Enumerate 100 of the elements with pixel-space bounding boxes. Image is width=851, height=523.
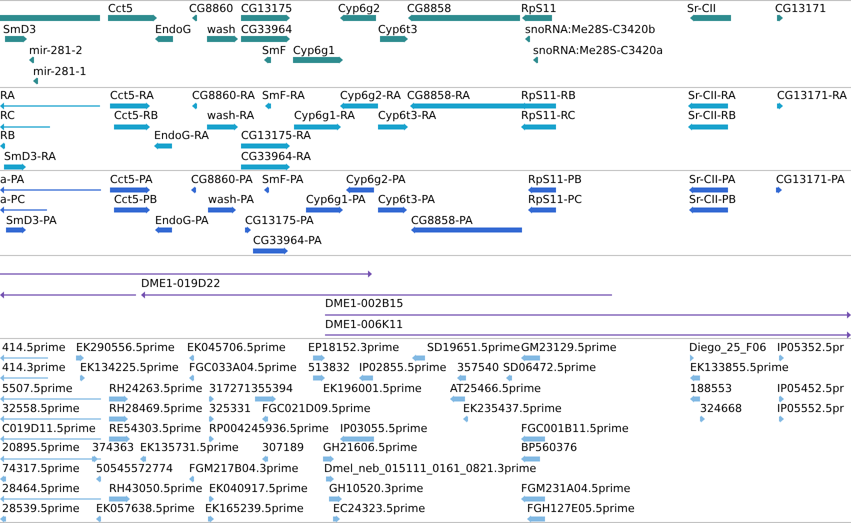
feature-label: 414.5prime [2,341,66,354]
feature-label: RA [0,89,15,102]
feature-label: EndoG-PA [155,214,209,227]
feature-label: CG8860-RA [192,89,255,102]
feature-label: RH43050.5prime [109,482,202,495]
feature-label: EC24323.5prime [333,502,426,515]
feature-label: EK196001.5prime [323,382,422,395]
feature-label: Sr-CII [687,2,716,15]
feature-label: GH21606.5prime [323,441,418,454]
feature-label: GH10520.3prime [329,482,424,495]
feature-label: DME1-019D22 [141,277,220,290]
feature-label: 50545572774 [96,462,173,475]
feature-label: 325331 [209,402,251,415]
feature-label: SmF-RA [262,89,305,102]
feature-label: CG13175-RA [241,129,311,142]
feature-label: EndoG [155,23,192,36]
feature-label: wash-PA [208,193,254,206]
feature-label: Cyp6g2 [338,2,380,15]
feature-label: RE54303.5prime [109,422,202,435]
feature-label: Cyp6t3-RA [378,109,436,122]
feature-label: mir-281-1 [33,65,87,78]
feature-label: SD06472.5prime [503,361,596,374]
feature-label: SmD3-PA [6,214,57,227]
feature-label: Cct5 [108,2,134,15]
feature-label: 20895.5prime [2,441,80,454]
feature-label: 374363 [92,441,134,454]
feature-label: a-PA [0,173,24,186]
feature-label: CG8858-RA [407,89,470,102]
feature-label: snoRNA:Me28S-C3420b [525,23,656,36]
feature-label: IP05352.5pr [777,341,844,354]
feature-label: 324668 [700,402,742,415]
feature-label: RH28469.5prime [109,402,202,415]
feature-label: IP02855.5prime [359,361,446,374]
feature-label: Sr-CII-PB [689,193,736,206]
feature-label: FGH127E05.5prime [527,502,635,515]
feature-label: 414.3prime [2,361,66,374]
feature-label: 357540 [457,361,499,374]
feature-label: RB [0,129,16,142]
feature-label: CG13175-PA [245,214,314,227]
feature-label: mir-281-2 [29,44,83,57]
feature-label: EK057638.5prime [96,502,195,515]
feature-label: Cyp6g2-RA [340,89,401,102]
feature-label: 513832 [308,361,350,374]
feature-label: RP004245936.5prime [209,422,329,435]
feature-label: EP18152.3prime [308,341,400,354]
feature-label: 307189 [262,441,304,454]
feature-label: SmF [262,44,286,57]
feature-label: RpS11 [521,2,557,15]
feature-label: GM23129.5prime [521,341,617,354]
feature-label: RC [0,109,15,122]
feature-label: CG33964-PA [253,234,322,247]
feature-label: AT25466.5prime [450,382,541,395]
feature-label: 5507.5prime [2,382,73,395]
feature-label: EndoG-RA [154,129,209,142]
feature-label: Cct5-PA [110,173,152,186]
feature-label: SD19651.5prime [427,341,520,354]
feature-label: SmD3 [3,23,36,36]
feature-label: CG8860 [189,2,234,15]
feature-label: CG13171-PA [776,173,845,186]
feature-label: 317271355394 [209,382,293,395]
feature-label: wash [207,23,236,36]
feature-label: Sr-CII-RA [688,89,736,102]
feature-label: Sr-CII-RB [688,109,736,122]
feature-label: EK290556.5prime [76,341,175,354]
feature-label: IP05452.5pr [777,382,844,395]
feature-label: EK135731.5prime [140,441,239,454]
feature-label: EK045706.5prime [187,341,286,354]
feature-label: 188553 [690,382,732,395]
feature-label: Sr-CII-PA [689,173,736,186]
feature-label: CG13171 [775,2,826,15]
feature-label: FGC021D09.5prime [262,402,371,415]
feature-label: RpS11-RC [521,109,576,122]
feature-label: RpS11-PB [528,173,582,186]
feature-label: SmF-PA [262,173,304,186]
feature-label: FGM231A04.5prime [521,482,630,495]
feature-label: C019D11.5prime [2,422,96,435]
feature-label: Cct5-RB [114,109,158,122]
feature-label: wash-RA [207,109,254,122]
feature-label: EK235437.5prime [463,402,562,415]
feature-label: 28464.5prime [2,482,80,495]
feature-label: RpS11-RB [521,89,576,102]
feature-label: IP03055.5prime [340,422,428,435]
feature-label: RH24263.5prime [109,382,202,395]
feature-label: Cct5-RA [110,89,154,102]
feature-label: EK165239.5prime [205,502,304,515]
feature-label: BP560376 [521,441,578,454]
feature-label: Diego_25_F06 [689,341,766,354]
feature-label: Cyp6t3-PA [378,193,435,206]
feature-label: a-PC [0,193,26,206]
feature-label: 32558.5prime [2,402,80,415]
feature-label: Cyp6g1-PA [306,193,366,206]
feature-label: EK040917.5prime [209,482,308,495]
feature-label: DME1-002B15 [325,297,404,310]
feature-label: CG8858-PA [411,214,473,227]
feature-label: SmD3-RA [4,150,56,163]
feature-label: CG33964 [241,23,292,36]
feature-label: CG33964-RA [241,150,311,163]
feature-label: Cyp6g2-PA [346,173,406,186]
feature-label: FGC033A04.5prime [189,361,297,374]
feature-label: Cct5-PB [114,193,158,206]
